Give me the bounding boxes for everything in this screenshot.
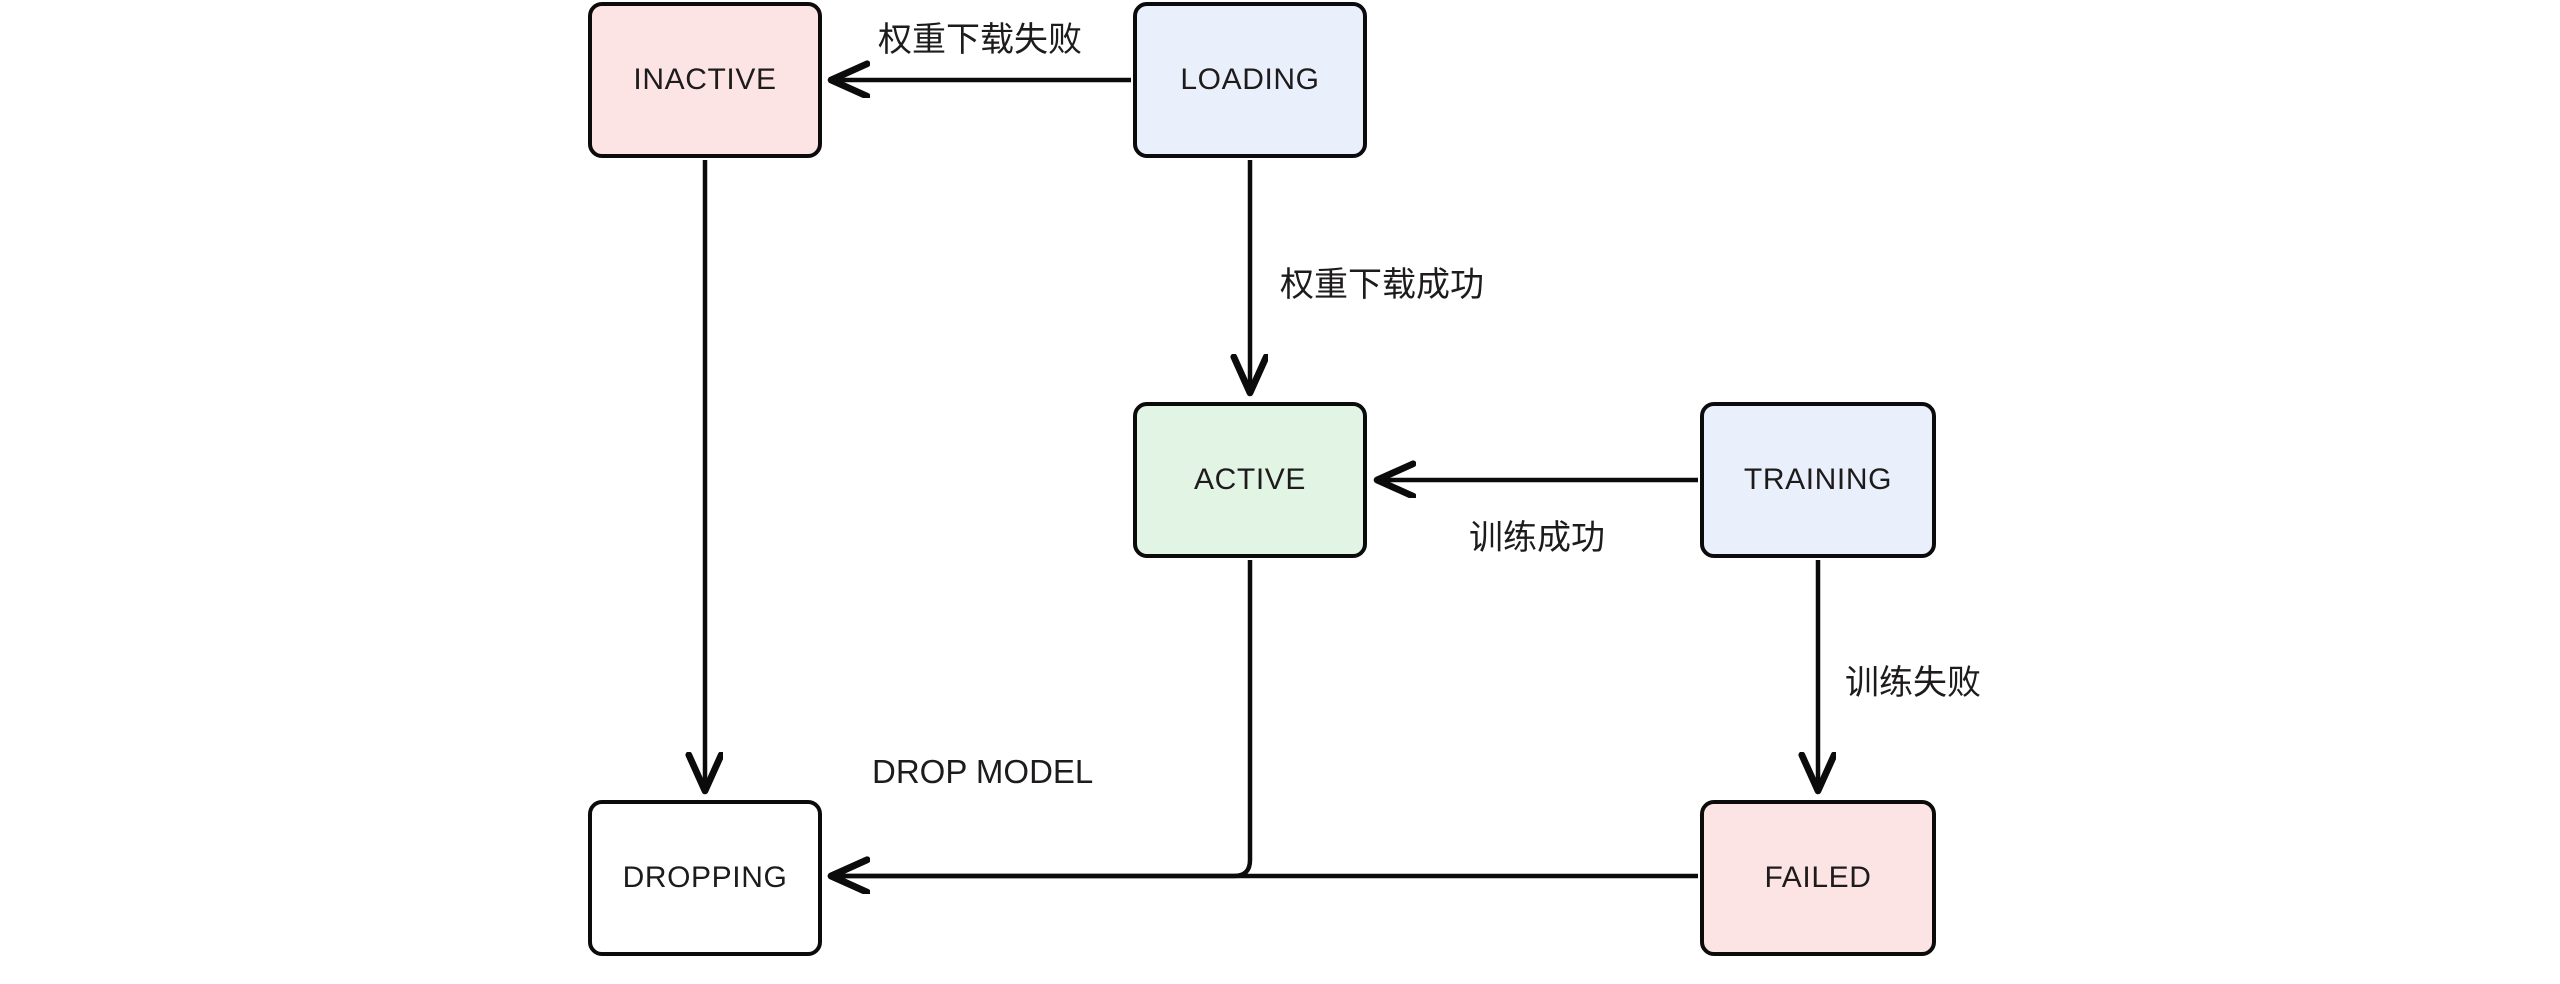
node-loading-label: LOADING bbox=[1180, 63, 1320, 96]
node-training-label: TRAINING bbox=[1743, 463, 1893, 496]
edge-label-training-failed: 训练失败 bbox=[1845, 663, 1981, 703]
edge-label-weight-download-succeeded: 权重下载成功 bbox=[1280, 265, 1484, 305]
edge-label-weight-download-failed: 权重下载失败 bbox=[878, 20, 1082, 60]
node-active[interactable]: ACTIVE bbox=[1133, 402, 1367, 558]
node-training[interactable]: TRAINING bbox=[1700, 402, 1936, 558]
node-dropping-label: DROPPING bbox=[622, 861, 788, 894]
edge-label-drop-model: DROP MODEL bbox=[872, 753, 1094, 790]
node-loading[interactable]: LOADING bbox=[1133, 2, 1367, 158]
node-failed-label: FAILED bbox=[1764, 861, 1872, 894]
node-active-label: ACTIVE bbox=[1194, 463, 1306, 496]
edge-label-training-succeeded: 训练成功 bbox=[1469, 518, 1605, 558]
node-inactive-label: INACTIVE bbox=[633, 63, 777, 96]
node-dropping[interactable]: DROPPING bbox=[588, 800, 822, 956]
node-failed[interactable]: FAILED bbox=[1700, 800, 1936, 956]
node-inactive[interactable]: INACTIVE bbox=[588, 2, 822, 158]
edge-active-to-dropping bbox=[832, 560, 1253, 876]
